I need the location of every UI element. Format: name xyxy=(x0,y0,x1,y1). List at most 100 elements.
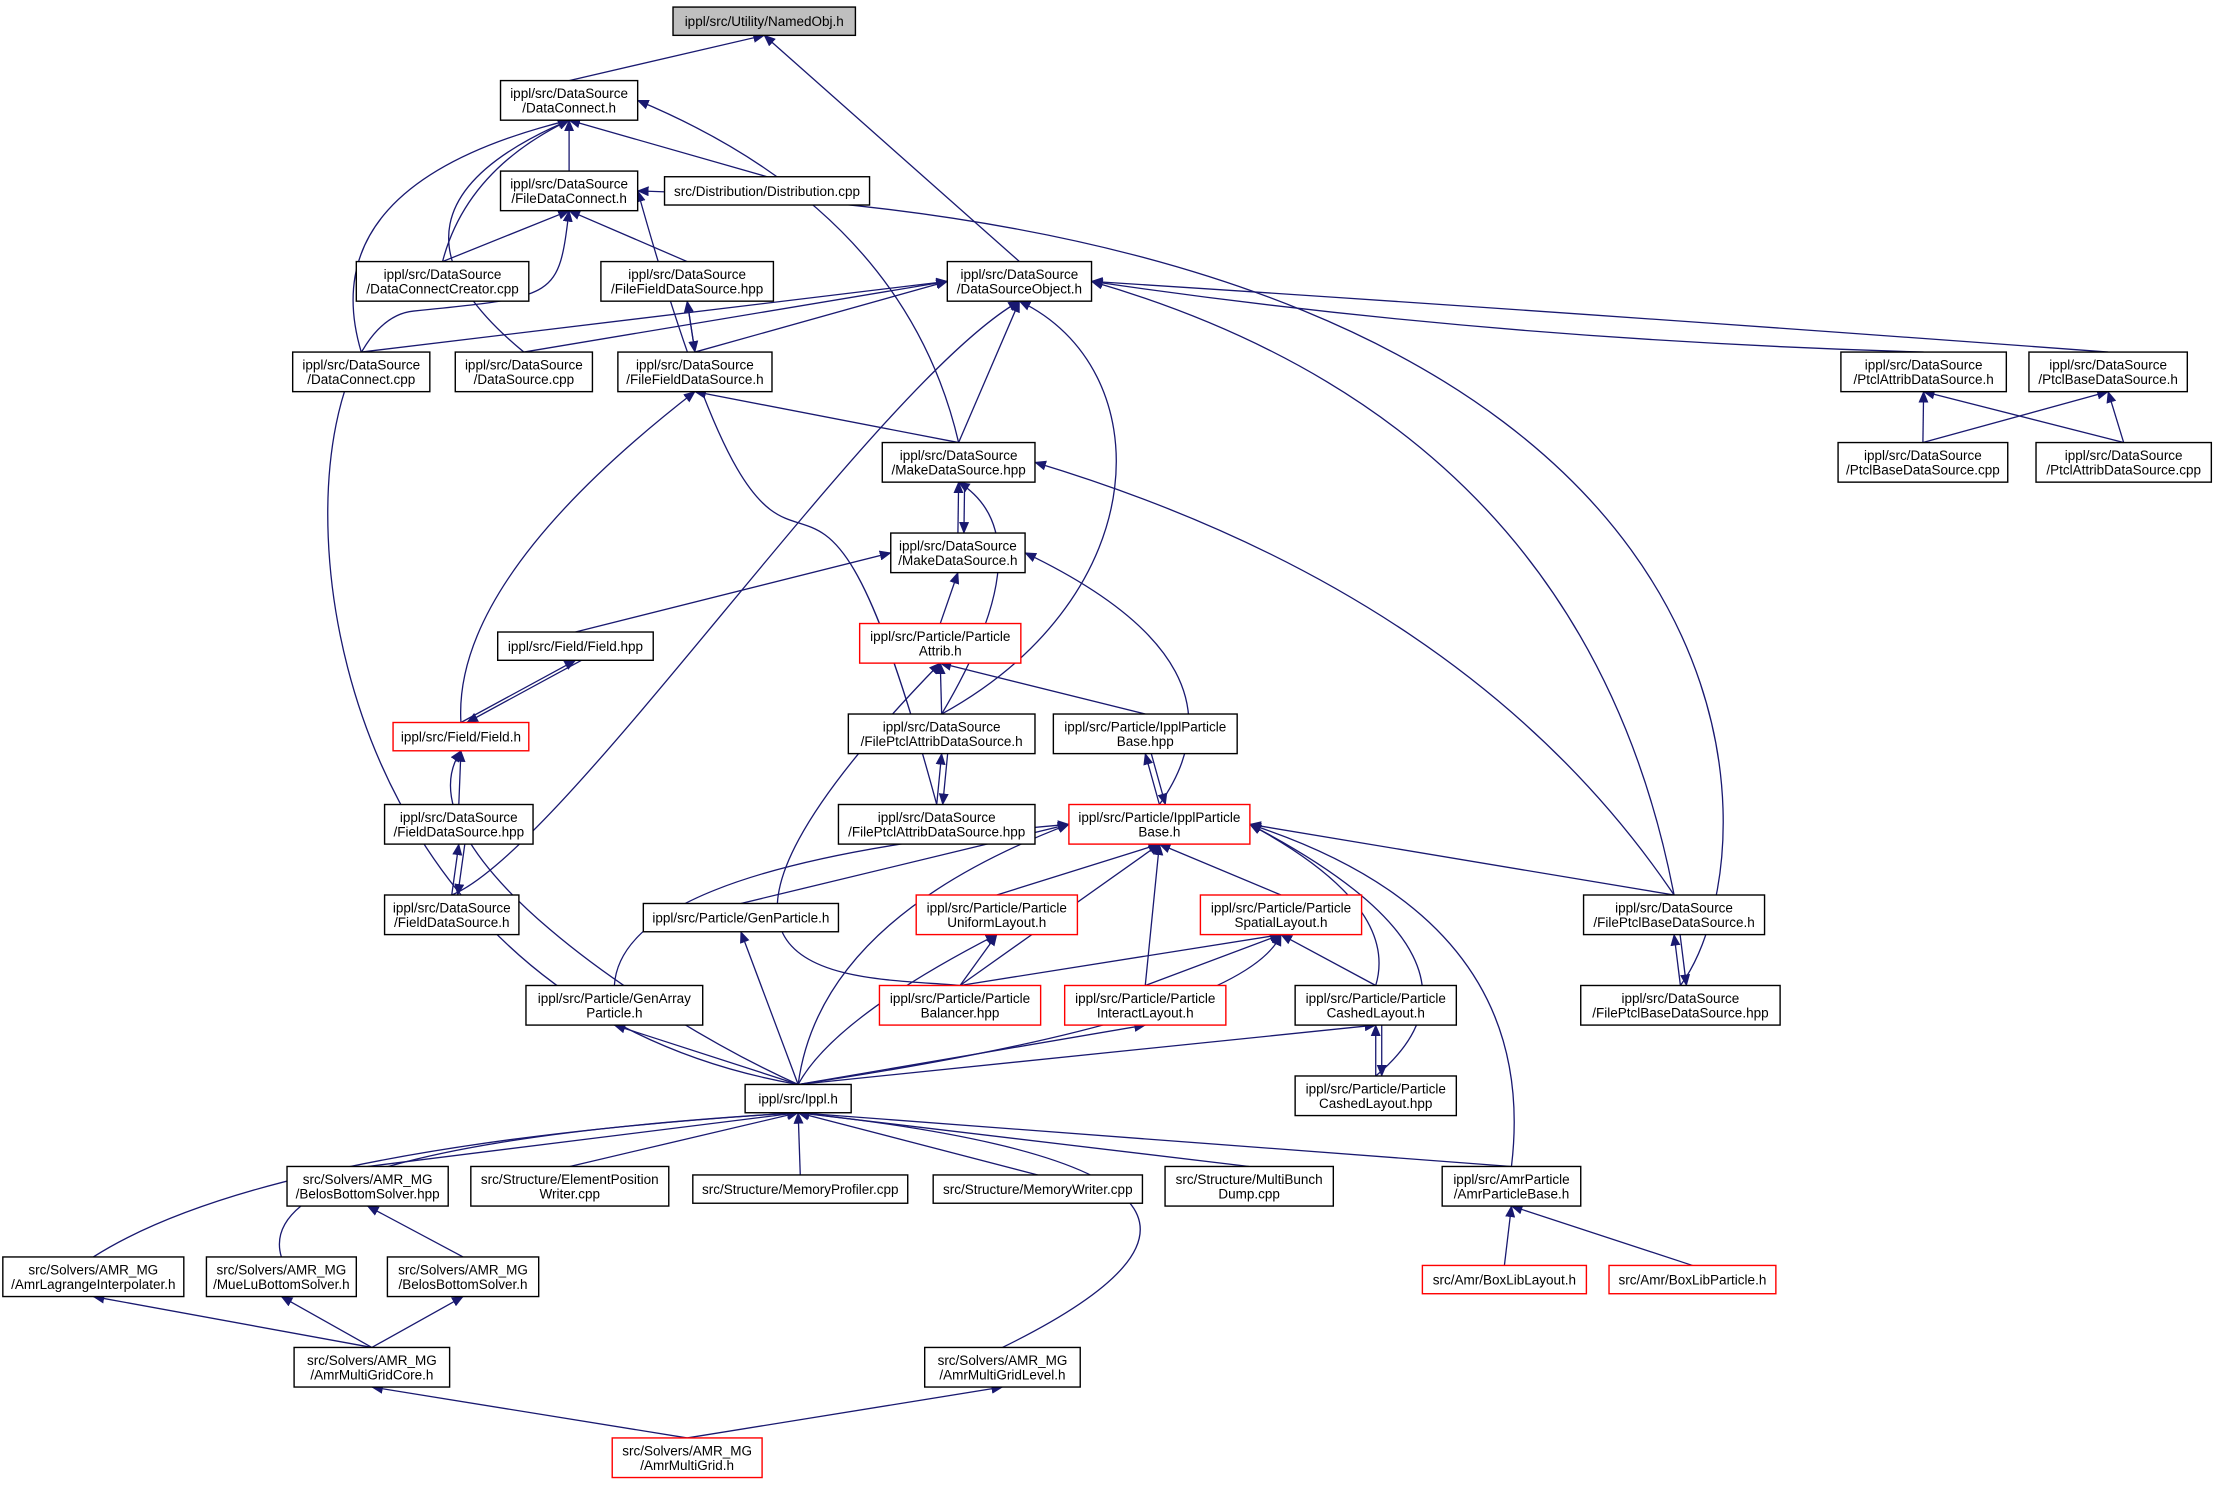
edge-fdshpp-to-fdsh xyxy=(454,844,466,896)
node-dccreator[interactable]: ippl/src/DataSource/DataConnectCreator.c… xyxy=(355,260,530,302)
node-ptclbasecpp[interactable]: ippl/src/DataSource/PtclBaseDataSource.c… xyxy=(1837,441,2009,483)
node-ptclattrcpp[interactable]: ippl/src/DataSource/PtclAttribDataSource… xyxy=(2035,441,2213,483)
edge-mkdshpp-to-mkdsh xyxy=(959,482,970,535)
edge-boxpart-to-amrpb xyxy=(1510,1204,1693,1267)
node-boxpart[interactable]: src/Amr/BoxLibParticle.h xyxy=(1608,1264,1777,1295)
edge-balancer-to-unilay xyxy=(959,933,998,986)
node-label: Writer.cpp xyxy=(540,1187,601,1202)
node-fpbds[interactable]: ippl/src/DataSource/FilePtclBaseDataSour… xyxy=(1582,894,1766,936)
node-fieldhpp[interactable]: ippl/src/Field/Field.hpp xyxy=(496,631,654,661)
node-ippl[interactable]: ippl/src/Ippl.h xyxy=(744,1083,852,1114)
node-box xyxy=(525,984,704,1026)
node-label: ippl/src/Field/Field.h xyxy=(401,730,521,745)
edge-ipbh-to-mkdsh xyxy=(1024,552,1190,805)
edge-memwr-to-ippl xyxy=(797,1110,1038,1176)
node-label: ippl/src/Particle/Particle xyxy=(1306,1082,1446,1097)
edge-amrmgcore-to-muelu xyxy=(280,1295,373,1349)
node-fpads[interactable]: ippl/src/DataSource/FilePtclAttribDataSo… xyxy=(847,713,1036,755)
node-distcpp[interactable]: src/Distribution/Distribution.cpp xyxy=(663,176,871,206)
edge-ptclattrcpp-to-ptclattrh xyxy=(1922,389,2124,444)
node-label: src/Amr/BoxLibParticle.h xyxy=(1619,1273,1767,1288)
node-amrmg[interactable]: src/Solvers/AMR_MG/AmrMultiGrid.h xyxy=(611,1437,763,1479)
node-fdsh[interactable]: ippl/src/DataSource/FieldDataSource.h xyxy=(383,894,520,936)
node-spatlay[interactable]: ippl/src/Particle/ParticleSpatialLayout.… xyxy=(1199,894,1363,936)
node-memprof[interactable]: src/Structure/MemoryProfiler.cpp xyxy=(692,1174,909,1204)
node-belboth[interactable]: src/Solvers/AMR_MG/BelosBottomSolver.h xyxy=(386,1256,540,1298)
node-label: ippl/src/DataSource xyxy=(465,358,583,373)
node-label: ippl/src/DataSource xyxy=(510,177,628,192)
node-label: /AmrMultiGrid.h xyxy=(640,1458,734,1473)
node-amrmgcore[interactable]: src/Solvers/AMR_MG/AmrMultiGridCore.h xyxy=(293,1346,451,1388)
node-box xyxy=(642,902,840,933)
node-amrmglev[interactable]: src/Solvers/AMR_MG/AmrMultiGridLevel.h xyxy=(923,1346,1081,1388)
node-fdshpp[interactable]: ippl/src/DataSource/FieldDataSource.hpp xyxy=(383,803,534,845)
node-label: ippl/src/Utility/NamedObj.h xyxy=(685,14,844,29)
node-label: CashedLayout.h xyxy=(1327,1006,1425,1021)
node-dsobj[interactable]: ippl/src/DataSource/DataSourceObject.h xyxy=(946,260,1093,302)
node-amrpb[interactable]: ippl/src/AmrParticle/AmrParticleBase.h xyxy=(1441,1165,1582,1207)
node-muelu[interactable]: src/Solvers/AMR_MG/MueLuBottomSolver.h xyxy=(205,1256,358,1298)
node-fieldh[interactable]: ippl/src/Field/Field.h xyxy=(392,721,530,752)
node-belbothpp[interactable]: src/Solvers/AMR_MG/BelosBottomSolver.hpp xyxy=(286,1165,449,1207)
node-label: src/Solvers/AMR_MG xyxy=(28,1263,158,1278)
node-label: Particle.h xyxy=(586,1006,642,1021)
node-box xyxy=(383,894,520,936)
edge-distcpp-to-dataconn xyxy=(568,118,768,178)
node-label: Attrib.h xyxy=(919,644,962,659)
node-cachedhpp[interactable]: ippl/src/Particle/ParticleCashedLayout.h… xyxy=(1294,1075,1458,1117)
node-fpbdshpp[interactable]: ippl/src/DataSource/FilePtclBaseDataSour… xyxy=(1580,984,1781,1026)
node-dataconn[interactable]: ippl/src/DataSource/DataConnect.h xyxy=(499,79,639,121)
node-box xyxy=(496,631,654,661)
node-dccpp[interactable]: ippl/src/DataSource/DataConnect.cpp xyxy=(291,351,431,393)
node-ptclbaseh[interactable]: ippl/src/DataSource/PtclBaseDataSource.h xyxy=(2028,351,2189,393)
node-label: src/Solvers/AMR_MG xyxy=(938,1353,1068,1368)
node-box xyxy=(1068,803,1251,845)
node-genpart[interactable]: ippl/src/Particle/GenParticle.h xyxy=(642,902,840,933)
node-label: src/Solvers/AMR_MG xyxy=(622,1443,752,1458)
node-label: ippl/src/Particle/GenParticle.h xyxy=(652,911,829,926)
node-namedobj[interactable]: ippl/src/Utility/NamedObj.h xyxy=(672,6,857,37)
node-box xyxy=(881,441,1036,483)
node-interact[interactable]: ippl/src/Particle/ParticleInteractLayout… xyxy=(1063,984,1227,1026)
edge-ffdshpp-to-filedc xyxy=(568,210,688,263)
node-box xyxy=(2035,441,2213,483)
edge-dccreator-to-filedc xyxy=(442,210,571,263)
node-amrlag[interactable]: src/Solvers/AMR_MG/AmrLagrangeInterpolat… xyxy=(2,1256,185,1298)
node-dscpp[interactable]: ippl/src/DataSource/DataSource.cpp xyxy=(454,351,594,393)
node-box xyxy=(692,1174,909,1204)
node-box xyxy=(1441,1165,1582,1207)
node-ffdsh[interactable]: ippl/src/DataSource/FileFieldDataSource.… xyxy=(617,351,773,393)
node-boxlay[interactable]: src/Amr/BoxLibLayout.h xyxy=(1421,1264,1588,1295)
node-ffdshpp[interactable]: ippl/src/DataSource/FileFieldDataSource.… xyxy=(600,260,775,302)
edge-ippl-to-ipbh xyxy=(797,823,1070,1085)
edge-dccpp-to-dsobj xyxy=(361,277,949,353)
node-mkdshpp[interactable]: ippl/src/DataSource/MakeDataSource.hpp xyxy=(881,441,1036,483)
edge-ptclbaseh-to-dsobj xyxy=(1090,277,2109,353)
node-memwr[interactable]: src/Structure/MemoryWriter.cpp xyxy=(932,1174,1144,1204)
edge-balancer-to-spatlay xyxy=(959,931,1282,987)
edge-fpads-to-fpadshpp xyxy=(938,753,949,806)
node-unilay[interactable]: ippl/src/Particle/ParticleUniformLayout.… xyxy=(915,894,1079,936)
node-box xyxy=(600,260,775,302)
edge-fdshpp-to-fieldh xyxy=(455,749,466,805)
node-fpadshpp[interactable]: ippl/src/DataSource/FilePtclAttribDataSo… xyxy=(837,803,1036,845)
node-label: /MakeDataSource.h xyxy=(898,553,1017,568)
node-ptclattrh[interactable]: ippl/src/DataSource/PtclAttribDataSource… xyxy=(1840,351,2008,393)
node-mkdsh[interactable]: ippl/src/DataSource/MakeDataSource.h xyxy=(890,532,1026,574)
edge-dataconn-to-namedobj xyxy=(568,32,766,82)
edge-mkdsh-to-mkdshpp xyxy=(953,481,964,534)
node-label: ippl/src/DataSource xyxy=(900,448,1018,463)
edge-fpbds-to-ipbh xyxy=(1248,821,1675,896)
node-filedc[interactable]: ippl/src/DataSource/FileDataConnect.h xyxy=(499,170,639,212)
edge-mkdshpp-to-ffdsh xyxy=(693,388,959,444)
node-label: ippl/src/DataSource xyxy=(899,539,1017,554)
edge-dscpp-to-dsobj xyxy=(523,278,949,353)
